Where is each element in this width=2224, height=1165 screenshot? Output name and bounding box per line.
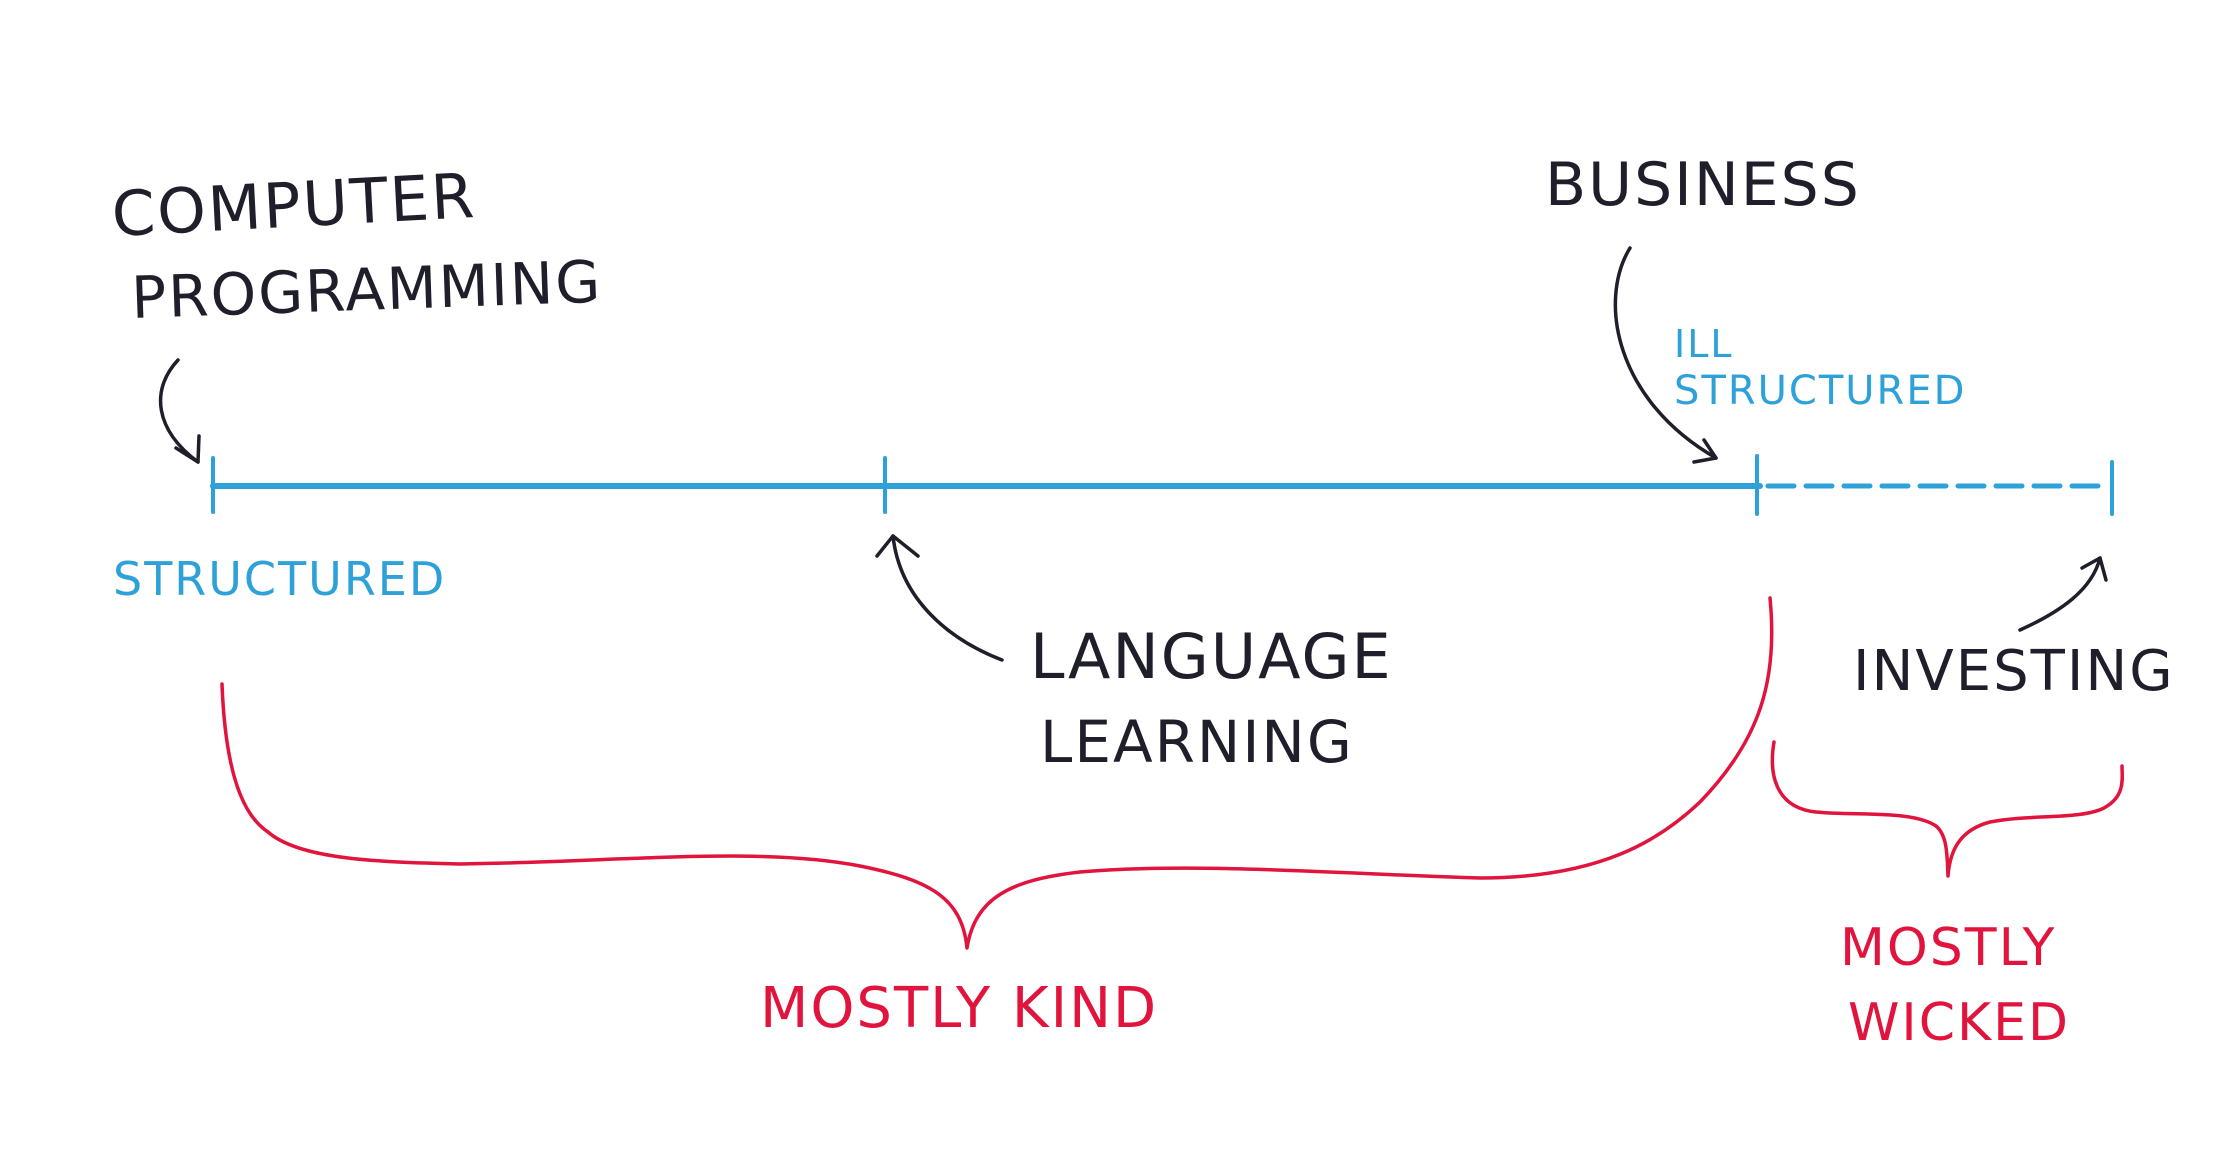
language-learning-arrow [875, 534, 1004, 662]
computer-programming-label-line2: PROGRAMMING [130, 248, 603, 332]
structured-label: STRUCTURED [113, 552, 446, 606]
computer-programming-arrow [158, 358, 201, 464]
language-learning-label-line2: LEARNING [1040, 708, 1354, 776]
mostly-kind-brace [220, 596, 1774, 950]
mostly-kind-label: MOSTLY KIND [760, 976, 1158, 1041]
language-learning-label-line1: LANGUAGE [1030, 620, 1393, 693]
ill-structured-label-line2: STRUCTURED [1674, 368, 1966, 414]
investing-arrow [2018, 556, 2108, 632]
mostly-wicked-label-line1: MOSTLY [1840, 918, 2056, 978]
mostly-wicked-brace [1770, 740, 2125, 878]
computer-programming-label-line1: COMPUTER [110, 159, 478, 251]
ill-structured-label-line1: ILL [1674, 322, 1734, 366]
mostly-wicked-label-line2: WICKED [1848, 993, 2070, 1053]
business-arrow [1613, 246, 1718, 464]
business-label: BUSINESS [1545, 150, 1861, 220]
investing-label: INVESTING [1853, 639, 2175, 704]
